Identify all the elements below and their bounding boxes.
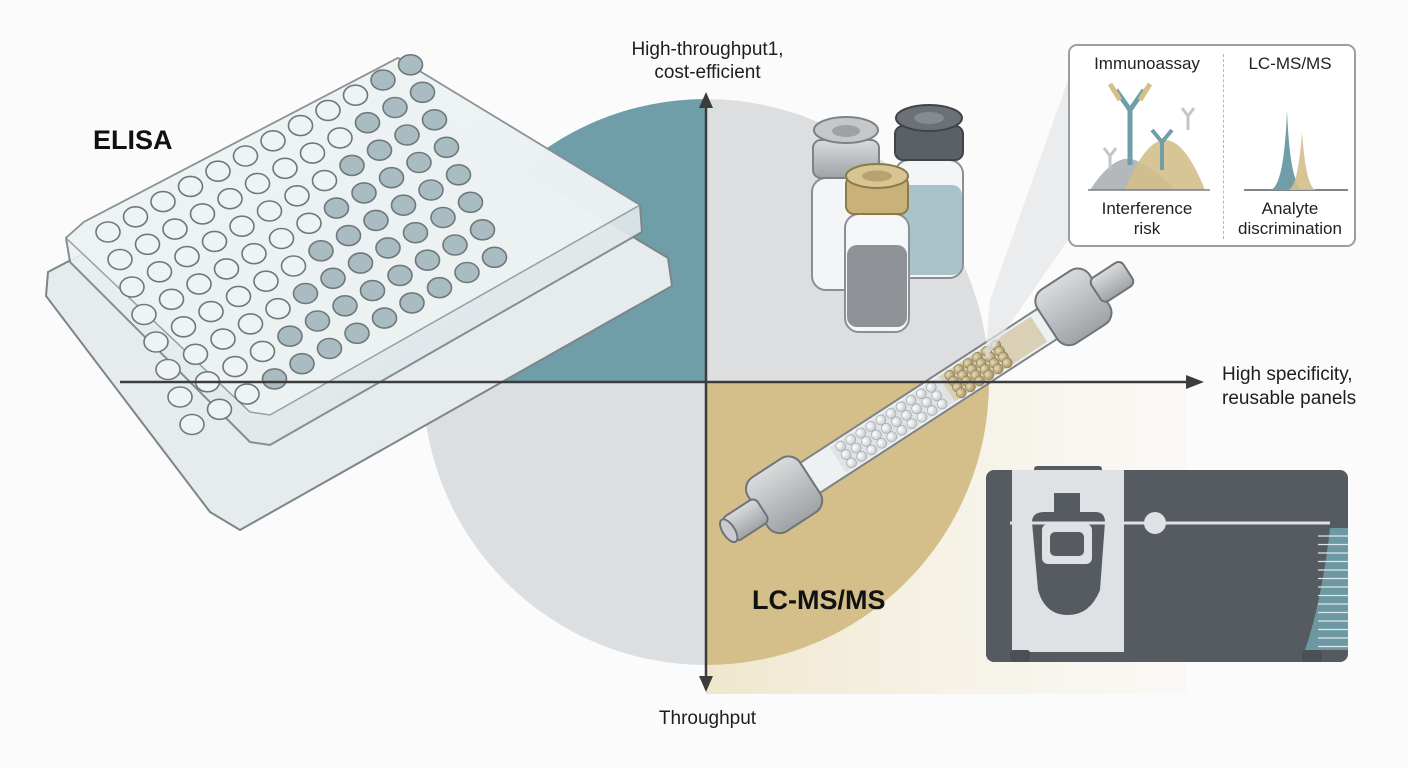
caption-line: Interference: [1101, 199, 1193, 218]
x-axis-right-label-line1: High specificity,: [1222, 364, 1353, 385]
elisa-label: ELISA: [93, 125, 173, 155]
lcms-label: LC-MS/MS: [752, 585, 886, 615]
caption-line: risk: [1133, 219, 1161, 238]
x-axis-right-label: High specificity, reusable panels: [1222, 363, 1356, 411]
y-axis-top-label: High-throughput1, cost-efficient: [600, 38, 815, 84]
callout-divider: [1223, 54, 1224, 239]
quadrant-axes: [120, 92, 1204, 692]
comparison-callout: Immunoassay LC-MS/MS Interference: [1068, 44, 1356, 247]
chromatogram-peaks-icon: [1244, 110, 1348, 191]
elisa-plate-illustration: [44, 54, 674, 532]
lc-column-illustration: [719, 261, 1135, 544]
mass-spectrometer-illustration: [986, 466, 1348, 662]
immunoassay-title: Immunoassay: [1094, 54, 1200, 73]
x-axis-right-label-line2: reusable panels: [1222, 388, 1357, 409]
caption-line: discrimination: [1238, 219, 1342, 238]
quadrant-bottom-left: [423, 382, 706, 665]
sample-vials-illustration: [811, 104, 964, 333]
callout-pointer: [985, 80, 1068, 360]
y-axis-top-label-line1: High-throughput1,: [631, 39, 784, 60]
y-axis-top-label-line2: cost-efficient: [654, 62, 761, 83]
column-packing-beads: [835, 340, 1013, 469]
caption-line: Analyte: [1261, 199, 1319, 218]
lcms-callout-title: LC-MS/MS: [1248, 54, 1332, 73]
analyte-discrimination-caption: Analyte discrimination: [1226, 199, 1354, 239]
callout-graphics: [1088, 82, 1348, 191]
microplate-wells: [95, 54, 508, 436]
instrument-vents: [1318, 535, 1348, 648]
antibody-interference-icon: [1088, 82, 1210, 191]
y-axis-bottom-label: Throughput: [658, 708, 757, 729]
interference-risk-caption: Interference risk: [1074, 199, 1220, 239]
